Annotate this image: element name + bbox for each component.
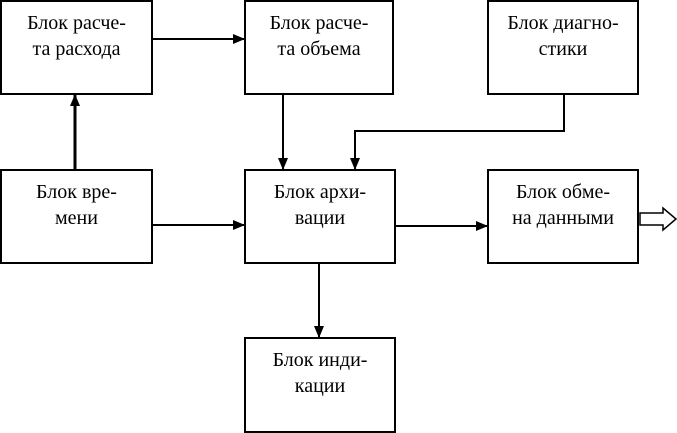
archive-label-line1: Блок архи- [273, 181, 367, 203]
exchange-block: Блок обме- на данными [487, 169, 639, 264]
exchange-label-line1: Блок обме- [515, 181, 611, 203]
hollow-output-arrow [639, 206, 677, 232]
volume-calc-label-line2: та объема [277, 38, 361, 60]
indication-label-line2: кации [294, 375, 346, 397]
flow-calc-block: Блок расче- та расхода [0, 0, 153, 95]
diagnostics-label-line1: Блок диагно- [507, 12, 619, 34]
volume-calc-label-line1: Блок расче- [269, 12, 369, 34]
arrow-diagnostics-to-archive [350, 94, 565, 170]
flow-calc-label-line1: Блок расче- [27, 12, 126, 34]
timer-block: Блок вре- мени [0, 169, 153, 264]
timer-label-line1: Блок вре- [36, 181, 117, 203]
timer-label-line2: мени [55, 207, 98, 229]
archive-block: Блок архи- вации [244, 169, 396, 264]
diagnostics-label-line2: стики [538, 38, 588, 60]
indication-block: Блок инди- кации [244, 337, 396, 433]
indication-label-line1: Блок инди- [272, 349, 368, 371]
exchange-label-line2: на данными [512, 207, 614, 229]
archive-label-line2: вации [294, 207, 346, 229]
volume-calc-block: Блок расче- та объема [244, 0, 394, 95]
diagnostics-block: Блок диагно- стики [487, 0, 639, 95]
flow-calc-label-line2: та расхода [32, 38, 121, 60]
